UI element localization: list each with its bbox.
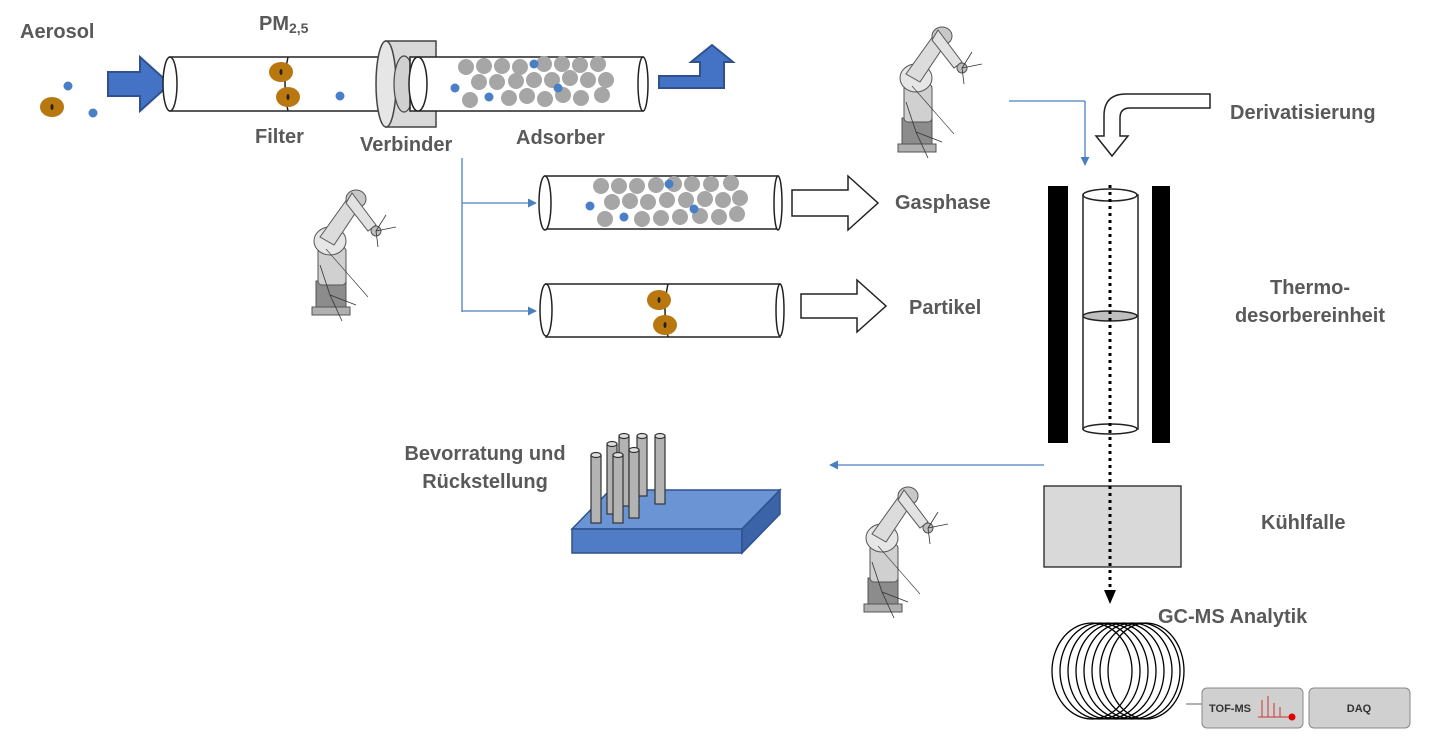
- label-kuehlfalle: Kühlfalle: [1261, 512, 1345, 534]
- label-derivatisierung: Derivatisierung: [1230, 102, 1376, 124]
- label-filter: Filter: [255, 126, 304, 148]
- storage-tray: [570, 488, 782, 555]
- daq-label: DAQ: [1347, 703, 1372, 715]
- aerosol-particles: [40, 81, 98, 118]
- label-thermo-line2: desorbereinheit: [1235, 305, 1385, 327]
- label-partikel: Partikel: [909, 297, 981, 319]
- tofms-box: TOF-MS: [1201, 687, 1304, 729]
- label-gasphase: Gasphase: [895, 192, 991, 214]
- label-adsorber: Adsorber: [516, 127, 605, 149]
- split-connector-lines: [461, 158, 537, 316]
- filter-tube: [162, 56, 395, 112]
- label-gcms: GC-MS Analytik: [1158, 606, 1308, 628]
- gasphase-tube: [538, 175, 783, 231]
- robot-arm-icon: [897, 26, 983, 159]
- kuehlfalle-box: [1043, 485, 1182, 568]
- label-aerosol: Aerosol: [20, 21, 94, 43]
- daq-box: DAQ: [1308, 687, 1411, 729]
- blue-block-arrow-icon: [107, 54, 172, 114]
- label-pm25: PM2,5: [259, 13, 309, 36]
- label-bevorratung-line1: Bevorratung und: [404, 443, 565, 465]
- verbinder-connector: [375, 40, 437, 128]
- outline-arrow-icon: [800, 278, 888, 334]
- robot-arm-icon: [863, 486, 949, 619]
- outline-arrow-icon: [791, 174, 880, 232]
- gc-column-coil: [1051, 622, 1185, 720]
- partikel-tube: [539, 283, 785, 338]
- blue-bent-arrow-icon: [658, 43, 736, 89]
- label-bevorratung-line2: Rückstellung: [422, 471, 548, 493]
- flow-arrowhead: [1104, 590, 1116, 604]
- robot-arm-icon: [311, 189, 397, 322]
- label-verbinder: Verbinder: [360, 134, 452, 156]
- label-thermo-line1: Thermo-: [1270, 277, 1350, 299]
- outline-bent-arrow-icon: [1094, 93, 1211, 158]
- sample-tubes: [590, 432, 666, 524]
- adsorber-tube: [408, 56, 649, 112]
- tofms-label: TOF-MS: [1209, 703, 1251, 715]
